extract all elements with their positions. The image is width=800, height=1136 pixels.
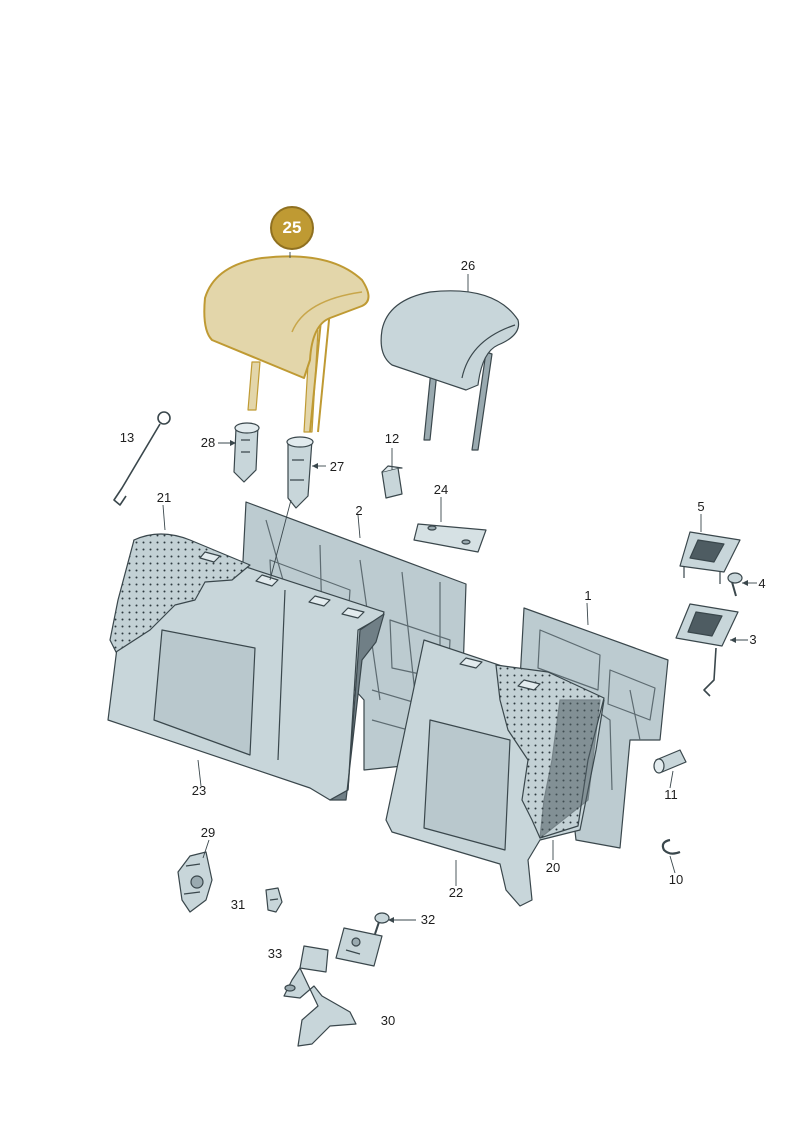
plate-33[interactable] xyxy=(335,927,383,967)
clip-31[interactable] xyxy=(265,887,283,913)
latch-cover-3[interactable] xyxy=(675,603,739,697)
callout-23[interactable]: 23 xyxy=(191,783,207,798)
guide-sleeve-27[interactable] xyxy=(286,436,314,509)
backrest-slots-left xyxy=(199,551,365,619)
callout-21[interactable]: 21 xyxy=(156,490,172,505)
hinge-bracket-30[interactable] xyxy=(283,945,357,1047)
clip-12[interactable] xyxy=(381,465,403,499)
callout-29[interactable]: 29 xyxy=(200,825,216,840)
screw-4[interactable] xyxy=(727,572,743,597)
backrest-padding-21[interactable] xyxy=(109,533,251,653)
backrest-padding-20[interactable] xyxy=(495,664,605,839)
headrest-26[interactable] xyxy=(380,290,520,451)
bracket-29[interactable] xyxy=(177,851,213,913)
callout-20[interactable]: 20 xyxy=(545,860,561,875)
screw-32[interactable] xyxy=(374,912,390,935)
callout-28[interactable]: 28 xyxy=(200,435,216,450)
clip-10[interactable] xyxy=(661,838,681,855)
callout-12[interactable]: 12 xyxy=(384,431,400,446)
leader-lines xyxy=(162,252,757,921)
release-wire-13[interactable] xyxy=(113,411,171,506)
latch-cover-5[interactable] xyxy=(679,531,741,584)
callout-31[interactable]: 31 xyxy=(230,897,246,912)
callout-13[interactable]: 13 xyxy=(119,430,135,445)
callout-30[interactable]: 30 xyxy=(380,1013,396,1028)
callout-10[interactable]: 10 xyxy=(668,872,684,887)
callout-26[interactable]: 26 xyxy=(460,258,476,273)
trim-panel-24[interactable] xyxy=(413,523,487,553)
callout-5[interactable]: 5 xyxy=(697,499,705,514)
callout-2[interactable]: 2 xyxy=(355,503,363,518)
headrest-25[interactable] xyxy=(203,255,370,433)
callout-3[interactable]: 3 xyxy=(749,632,757,647)
guide-sleeve-28[interactable] xyxy=(233,422,260,483)
callout-4[interactable]: 4 xyxy=(758,576,766,591)
backrest-slots-right xyxy=(459,657,541,691)
callout-33[interactable]: 33 xyxy=(267,946,283,961)
leader-arrows xyxy=(230,440,748,923)
callout-24[interactable]: 24 xyxy=(433,482,449,497)
callout-22[interactable]: 22 xyxy=(448,885,464,900)
callout-badge-25[interactable]: 25 xyxy=(270,206,314,250)
callout-27[interactable]: 27 xyxy=(329,459,345,474)
bump-stop-11[interactable] xyxy=(653,749,687,774)
callout-1[interactable]: 1 xyxy=(584,588,592,603)
callout-32[interactable]: 32 xyxy=(420,912,436,927)
callout-11[interactable]: 11 xyxy=(664,787,678,802)
